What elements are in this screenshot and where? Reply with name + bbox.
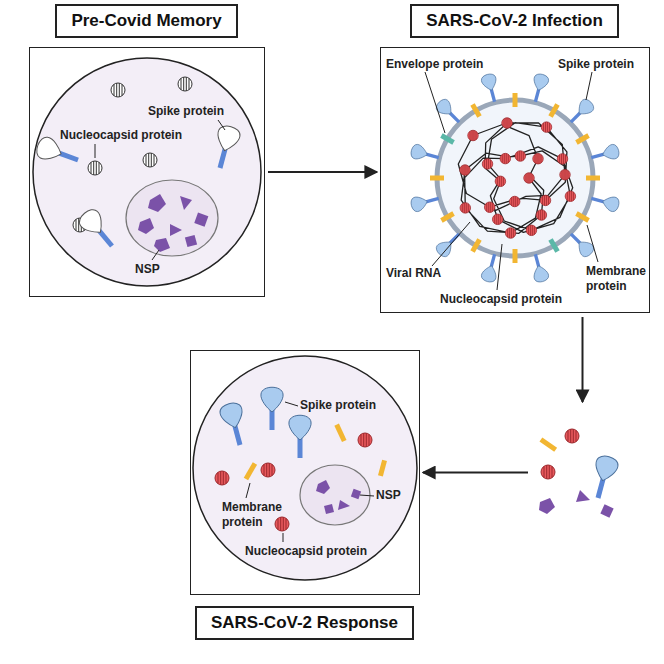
part-label: Spike protein (148, 104, 224, 119)
viral-fragments (539, 429, 620, 518)
flow-arrow (423, 317, 583, 473)
part-label: Nucleocapsid protein (245, 544, 367, 559)
part-label: Envelope protein (386, 57, 483, 72)
flow-arrow (268, 172, 377, 173)
part-label: Viral RNA (386, 266, 441, 281)
virus-illustration (410, 73, 621, 284)
part-label: Nucleocapsid protein (440, 292, 562, 307)
panel-heading: Pre-Covid Memory (55, 4, 237, 38)
arrow-line (268, 171, 377, 173)
cell-pre-covid (33, 58, 261, 286)
panel-heading: SARS-CoV-2 Infection (410, 4, 619, 38)
part-label: Membrane protein (586, 264, 650, 294)
part-label: Membrane protein (222, 500, 286, 530)
part-label: NSP (376, 488, 401, 503)
part-label: Spike protein (300, 398, 376, 413)
virus-leaders (425, 72, 598, 290)
arrow-line (582, 317, 584, 402)
panel-box: SARS-CoV-2 Response (190, 350, 420, 595)
part-label: NSP (135, 262, 160, 277)
part-label: Nucleocapsid protein (60, 128, 182, 143)
part-label: Spike protein (558, 57, 634, 72)
panel-heading: SARS-CoV-2 Response (195, 606, 414, 640)
arrow-line (423, 472, 528, 474)
cell-response (193, 356, 417, 580)
panel-box: Pre-Covid Memory (29, 47, 265, 297)
